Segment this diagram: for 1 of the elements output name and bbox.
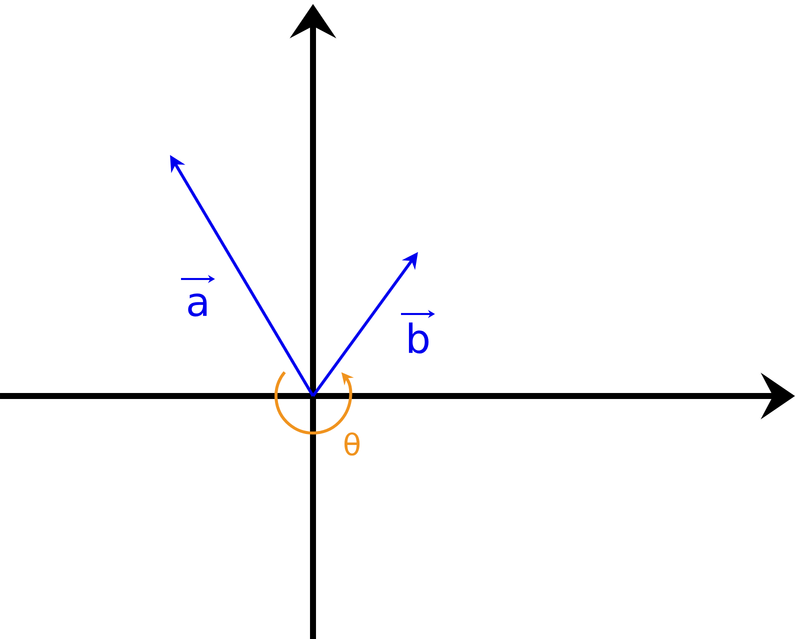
- angle-label: θ: [344, 432, 360, 456]
